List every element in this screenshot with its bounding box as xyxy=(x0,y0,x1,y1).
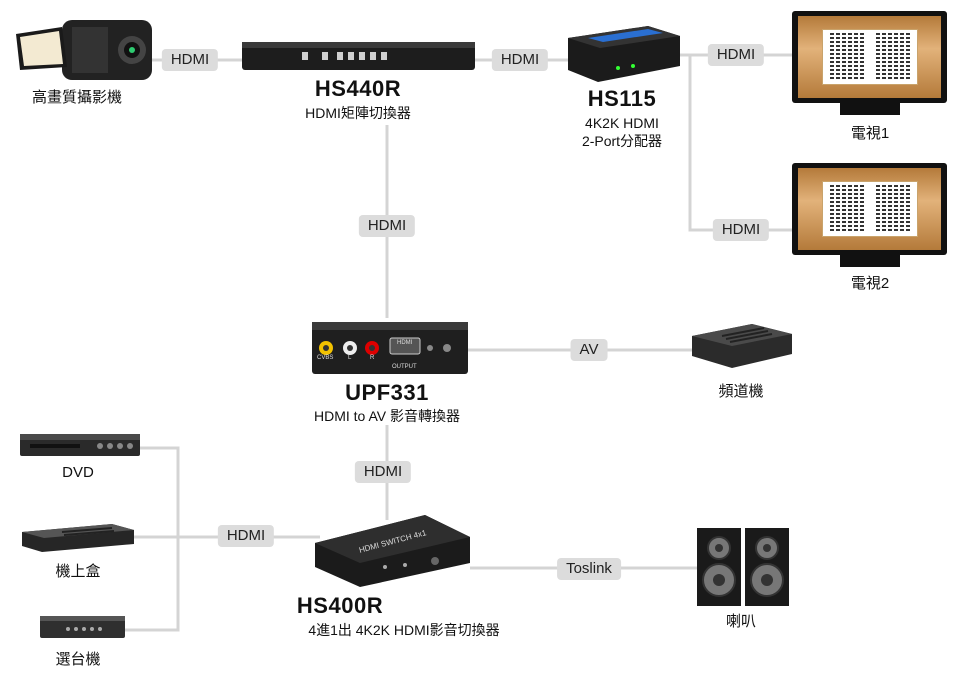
tuner-device xyxy=(692,318,792,368)
hs440r-desc: HDMI矩陣切換器 xyxy=(305,105,411,121)
tv2-label: 電視2 xyxy=(850,275,890,292)
tag-hs440r-hs115: HDMI xyxy=(491,49,549,71)
settop-device xyxy=(22,520,134,554)
tv1-device xyxy=(792,11,947,117)
tag-upf331-hs400r: HDMI xyxy=(354,461,412,483)
upf331-port-l: L xyxy=(348,355,352,361)
hs115-model: HS115 xyxy=(587,86,657,111)
tv1-screen-text xyxy=(821,29,918,85)
tag-hs115-tv1: HDMI xyxy=(707,44,765,66)
tag-hs400r-speaker: Toslink xyxy=(557,558,621,580)
tuner-label: 頻道機 xyxy=(718,383,764,400)
camcorder-label: 高畫質攝影機 xyxy=(31,89,123,106)
upf331-desc: HDMI to AV 影音轉換器 xyxy=(314,408,460,424)
tag-hs115-tv2: HDMI xyxy=(712,219,770,241)
dvd-device xyxy=(20,430,140,460)
upf331-port-r: R xyxy=(370,355,375,361)
tag-hs440r-upf331: HDMI xyxy=(358,215,416,237)
hs400r-model: HS400R xyxy=(296,593,384,618)
selector-device xyxy=(40,610,125,640)
hs440r-model: HS440R xyxy=(314,76,402,101)
hs115-device xyxy=(568,26,680,82)
upf331-model: UPF331 xyxy=(345,380,429,405)
camcorder-device xyxy=(12,12,152,82)
hs400r-desc: 4進1出 4K2K HDMI影音切換器 xyxy=(308,622,500,638)
tv1-label: 電視1 xyxy=(850,125,890,142)
dvd-label: DVD xyxy=(62,464,94,481)
hs115-desc-line1: 4K2K HDMI xyxy=(585,115,659,131)
upf331-port-output: OUTPUT xyxy=(392,364,417,370)
upf331-port-cvbs: CVBS xyxy=(317,355,334,361)
upf331-device xyxy=(312,318,468,374)
tv2-screen-text xyxy=(821,181,918,237)
hs115-desc-line2: 2-Port分配器 xyxy=(581,133,663,149)
speaker-label: 喇叭 xyxy=(725,613,757,630)
tag-cam-hs440r: HDMI xyxy=(161,49,219,71)
tv2-device xyxy=(792,163,947,269)
upf331-port-hdmi: HDMI xyxy=(397,340,413,346)
selector-label: 選台機 xyxy=(55,651,101,668)
tag-sources-hs400r: HDMI xyxy=(217,525,275,547)
hs400r-device xyxy=(315,515,470,587)
speaker-device xyxy=(697,528,789,606)
settop-label: 機上盒 xyxy=(55,563,101,580)
hs440r-device xyxy=(242,42,475,70)
tag-upf331-tuner: AV xyxy=(570,339,608,361)
